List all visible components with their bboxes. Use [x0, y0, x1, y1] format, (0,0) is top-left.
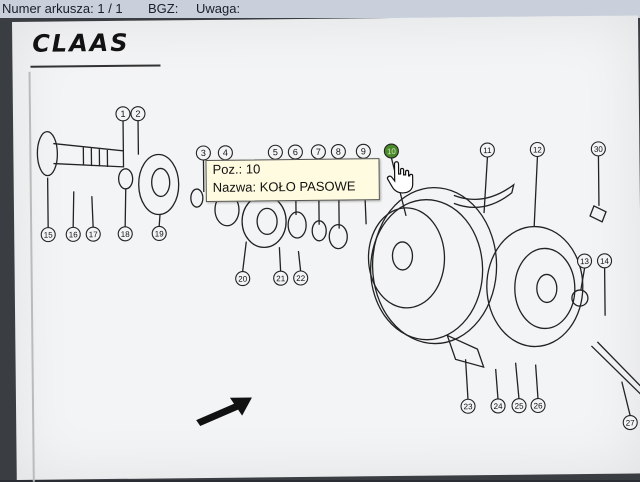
callout-2[interactable]: 2	[130, 106, 146, 122]
callout-label: 27	[626, 418, 636, 427]
callout-26[interactable]: 26	[530, 397, 546, 414]
callout-label: 30	[594, 145, 604, 154]
callout-22[interactable]: 22	[293, 270, 309, 286]
callout-label: 3	[201, 148, 206, 158]
callout-label: 4	[223, 148, 228, 158]
callout-label: 10	[387, 147, 397, 156]
callout-11[interactable]: 11	[479, 142, 495, 158]
callout-label: 23	[464, 402, 474, 411]
callout-label: 7	[316, 147, 321, 157]
callout-8[interactable]: 8	[330, 144, 346, 160]
callout-label: 13	[580, 257, 590, 266]
bgz-label: BGZ:	[148, 1, 179, 16]
bushing-part[interactable]	[190, 188, 204, 208]
callout-21[interactable]: 21	[273, 270, 289, 286]
callout-label: 21	[276, 274, 286, 283]
lever-part[interactable]	[446, 334, 485, 369]
callout-14[interactable]: 14	[596, 253, 613, 269]
callout-label: 9	[361, 146, 366, 156]
sheet-number-label: Numer arkusza: 1 / 1	[2, 1, 123, 16]
callout-13[interactable]: 13	[576, 253, 593, 269]
rod-part[interactable]	[590, 341, 640, 396]
callout-12[interactable]: 12	[529, 141, 545, 158]
callout-4[interactable]: 4	[217, 145, 233, 161]
callout-25[interactable]: 25	[511, 398, 527, 414]
callout-23[interactable]: 23	[460, 398, 476, 414]
flange-part[interactable]	[138, 153, 180, 216]
callout-18[interactable]: 18	[117, 226, 133, 242]
callout-label: 19	[155, 229, 165, 238]
callout-label: 16	[69, 230, 79, 239]
hand-pointer-icon	[386, 161, 414, 194]
callout-label: 22	[296, 274, 306, 283]
direction-arrow-icon	[196, 397, 252, 427]
callout-30[interactable]: 30	[590, 141, 606, 157]
shaft-part[interactable]	[36, 130, 125, 177]
callout-label: 17	[89, 230, 99, 239]
callout-label: 8	[336, 147, 341, 157]
gearbox-housing-part[interactable]	[486, 225, 584, 348]
callout-label: 5	[273, 147, 278, 157]
callout-10[interactable]: 10	[383, 143, 399, 159]
callout-20[interactable]: 20	[235, 271, 251, 287]
tooltip-name: Nazwa: KOŁO PASOWE	[212, 178, 356, 195]
tooltip-position: Poz.: 10	[212, 161, 261, 177]
callout-24[interactable]: 24	[490, 398, 506, 414]
part-tooltip: Poz.: 10 Nazwa: KOŁO PASOWE	[205, 158, 380, 202]
seal-ring-part[interactable]	[117, 168, 134, 190]
parts-diagram-sheet: CLAAS	[12, 15, 640, 482]
callout-label: 18	[121, 230, 131, 239]
callout-7[interactable]: 7	[310, 144, 326, 160]
callout-19[interactable]: 19	[151, 225, 167, 242]
callout-label: 26	[534, 401, 544, 410]
bearing-2-part[interactable]	[328, 223, 348, 250]
belt-pulley-part[interactable]	[367, 186, 498, 345]
callout-label: 11	[483, 146, 492, 155]
callout-17[interactable]: 17	[85, 226, 101, 242]
hub-disc-part[interactable]	[241, 194, 287, 249]
callout-label: 14	[600, 257, 610, 266]
callout-1[interactable]: 1	[115, 106, 131, 122]
callout-3[interactable]: 3	[195, 145, 211, 161]
clip-part[interactable]	[589, 205, 607, 223]
callout-label: 15	[44, 231, 54, 240]
callout-16[interactable]: 16	[65, 226, 81, 242]
callout-label: 24	[494, 402, 504, 411]
remarks-label: Uwaga:	[196, 1, 241, 16]
callout-6[interactable]: 6	[287, 144, 303, 160]
callout-label: 2	[135, 109, 140, 119]
washer-part[interactable]	[287, 211, 307, 239]
callout-label: 12	[533, 145, 543, 154]
belt-part[interactable]	[453, 183, 515, 209]
callout-label: 20	[238, 275, 248, 284]
callout-27[interactable]: 27	[622, 414, 638, 431]
app-header-bar: Numer arkusza: 1 / 1 BGZ: Uwaga:	[0, 0, 640, 19]
callout-5[interactable]: 5	[267, 144, 283, 160]
callout-label: 6	[293, 147, 298, 157]
callout-label: 1	[120, 109, 125, 119]
nut-part[interactable]	[571, 289, 589, 307]
callout-15[interactable]: 15	[40, 227, 56, 243]
callout-9[interactable]: 9	[355, 143, 371, 159]
callout-label: 25	[515, 402, 525, 411]
